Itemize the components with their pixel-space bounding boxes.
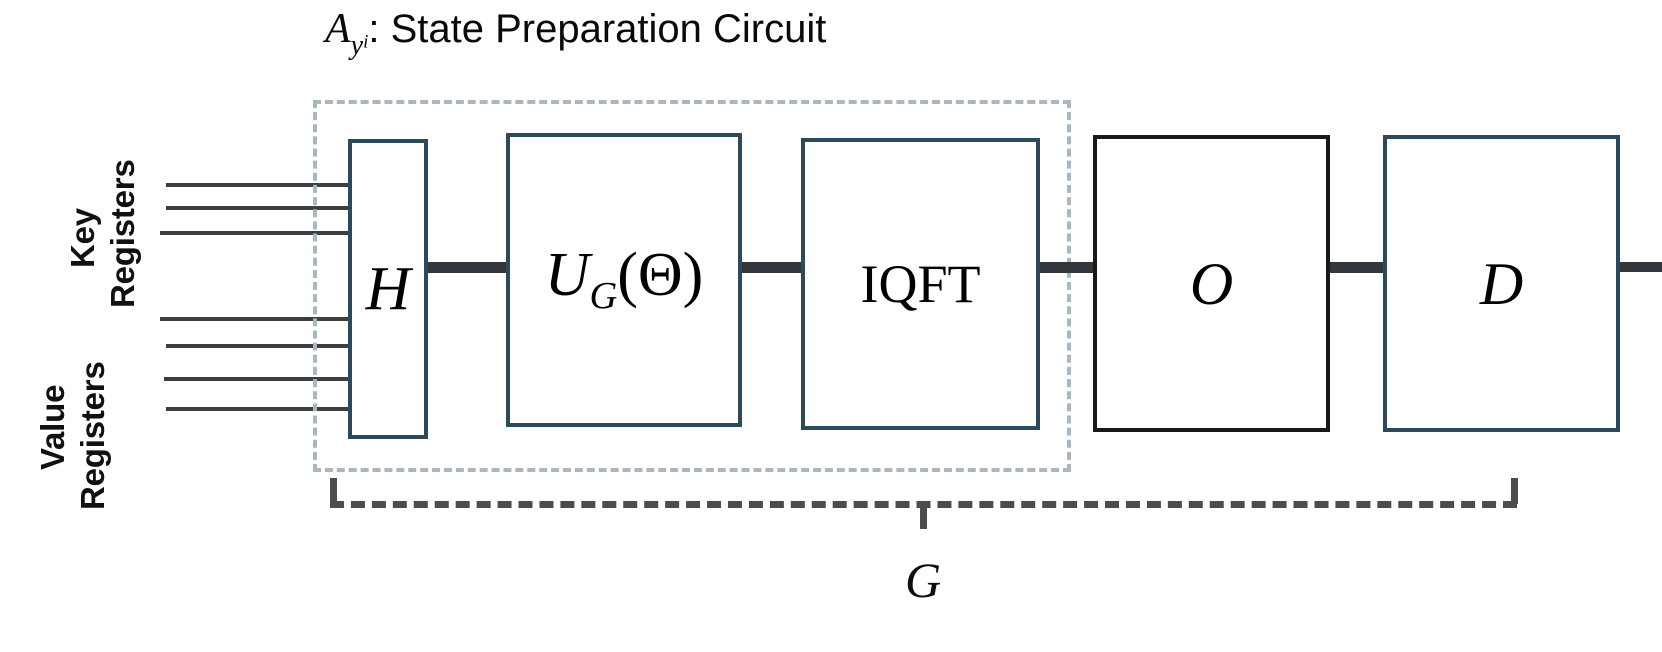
ug-gate-label-argument: (Θ) (617, 241, 704, 310)
connector-h-to-ug (424, 262, 510, 273)
value-register-wire-1 (160, 317, 352, 321)
connector-iqft-to-o (1036, 262, 1097, 273)
h-gate-label: H (365, 255, 411, 323)
connector-o-to-d (1326, 262, 1387, 273)
d-gate-label: D (1479, 250, 1524, 317)
o-gate-label: O (1189, 250, 1234, 317)
key-register-wire-2 (166, 206, 352, 210)
h-gate[interactable]: H (348, 139, 428, 439)
diagram-title: Ayi: State Preparation Circuit (325, 8, 826, 60)
title-subscript-outer: y (350, 29, 364, 61)
brace-right-tick (1511, 478, 1518, 504)
connector-ug-to-iqft (738, 262, 805, 273)
output-wire (1616, 262, 1662, 272)
ug-gate[interactable]: UG(Θ) (506, 133, 742, 427)
state-preparation-dashed-box (313, 100, 1071, 472)
o-gate[interactable]: O (1093, 135, 1330, 432)
iqft-gate[interactable]: IQFT (801, 138, 1040, 430)
key-register-wire-1 (166, 183, 352, 187)
value-registers-label-line2: Registers (74, 361, 111, 510)
brace-left-tick (330, 478, 337, 504)
key-registers-label-line1: Key (64, 208, 101, 268)
title-text: : State Preparation Circuit (368, 7, 827, 51)
ug-gate-label: UG(Θ) (545, 244, 704, 316)
iqft-gate-label: IQFT (860, 254, 981, 314)
value-registers-label-line1: Value (34, 384, 71, 470)
ug-gate-label-subscript: G (589, 275, 618, 318)
value-register-wire-2 (166, 344, 352, 348)
ug-gate-label-main: U (544, 241, 590, 310)
title-symbol: A (325, 6, 351, 52)
brace-center-tick (920, 503, 927, 529)
value-register-wire-3 (164, 377, 352, 381)
key-registers-label-line2: Registers (104, 159, 141, 308)
d-gate[interactable]: D (1383, 135, 1620, 432)
title-subscript-inner: i (363, 31, 369, 53)
key-register-wire-3 (160, 231, 352, 235)
value-register-wire-4 (166, 407, 352, 411)
group-brace-label: G (905, 552, 942, 608)
